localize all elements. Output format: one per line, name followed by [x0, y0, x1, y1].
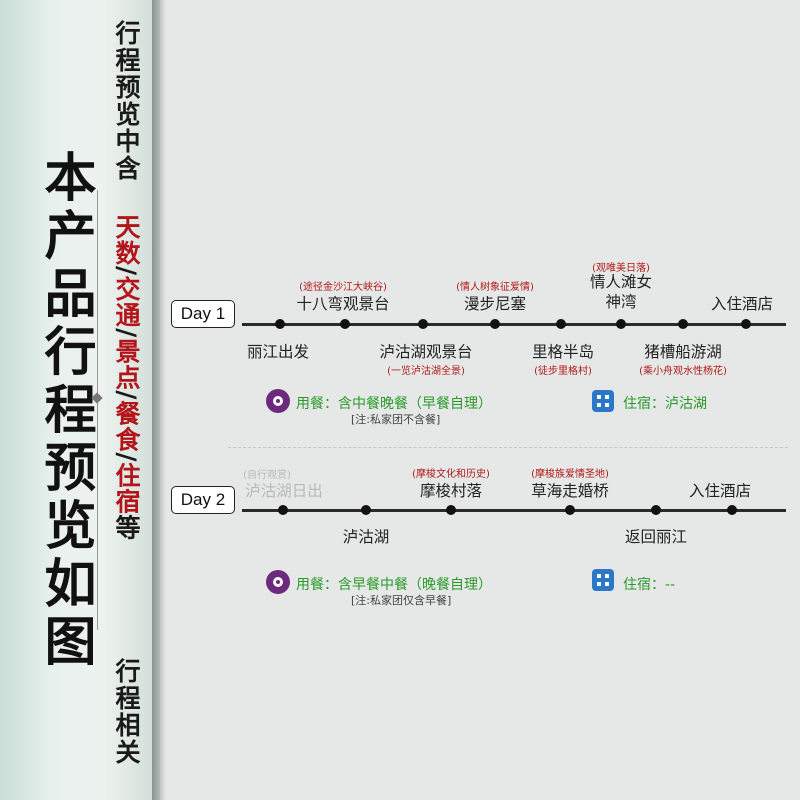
item-separator: /: [112, 390, 141, 401]
day1-stop-name: 里格半岛: [531, 343, 595, 361]
day1-stop-note: (一览泸沽湖全景): [387, 366, 465, 377]
day1-stop-name: 丽江出发: [246, 343, 310, 361]
day1-stop-dot: [418, 319, 428, 329]
item-separator: /: [112, 328, 141, 339]
day2-stop-dot: [565, 505, 575, 515]
item-days: 天数: [112, 214, 141, 266]
day2-stop-dot: [446, 505, 456, 515]
day2-stop-dot: [651, 505, 661, 515]
preview-includes-label: 行程预览中含: [112, 20, 141, 182]
day2-stop-note: (摩梭文化和历史): [412, 469, 490, 480]
itinerary-related-label: 行程相关: [112, 658, 141, 766]
item-sights: 景点: [112, 338, 141, 391]
day2-stop-dot: [727, 505, 737, 515]
day2-stop-dot: [361, 505, 371, 515]
day2-stop-name: 泸沽湖日出: [245, 482, 323, 500]
dining-plate-icon: [266, 570, 290, 594]
item-separator: /: [112, 452, 141, 463]
day2-badge: Day 2: [171, 486, 235, 514]
day2-stop-name: 草海走婚桥: [531, 482, 609, 500]
day-separator: [228, 447, 788, 448]
side-banner: 行程预览中含 本产品行程预览如图 天数/交通/景点/餐食/住宿等 行程相关: [0, 0, 160, 800]
day1-stop-note: (观唯美日落): [592, 263, 650, 274]
day1-meal-info: 用餐：含中餐晚餐（早餐自理）: [296, 396, 492, 412]
item-transport: 交通: [112, 276, 141, 329]
day2-meal-note: [注:私家团仅含早餐]: [351, 594, 452, 607]
dining-plate-icon: [266, 389, 290, 413]
day1-stop-dot: [741, 319, 751, 329]
day1-stop-name: 十八弯观景台: [296, 295, 390, 313]
day1-stop-name: 情人滩女神湾: [590, 273, 653, 311]
day1-stop-note: (徒步里格村): [534, 366, 592, 377]
day1-stop-name: 泸沽湖观景台: [379, 343, 473, 361]
included-items-list: 天数/交通/景点/餐食/住宿等: [108, 214, 144, 541]
day1-stop-note: (情人树象征爱情): [456, 282, 534, 293]
day2-stay-info: 住宿：--: [623, 577, 676, 593]
day2-stop-name: 泸沽湖: [342, 528, 390, 546]
banner-shadow: [152, 0, 166, 800]
day1-stop-dot: [556, 319, 566, 329]
product-title: 本产品行程预览如图: [35, 150, 96, 672]
item-separator: /: [112, 266, 141, 277]
day2-stop-note: (摩梭族爱情圣地): [531, 469, 609, 480]
hotel-building-icon: [592, 390, 614, 412]
day2-stop-dot: [278, 505, 288, 515]
day1-stop-name: 入住酒店: [710, 295, 774, 313]
day1-stop-name: 猪槽船游湖: [644, 343, 722, 361]
day1-stop-dot: [678, 319, 688, 329]
timeline-area: Day 1 丽江出发 (途径金沙江大峡谷) 十八弯观景台 泸沽湖观景台 (一览泸…: [166, 0, 800, 800]
day2-stop-name: 入住酒店: [688, 482, 752, 500]
day1-meal-note: [注:私家团不含餐]: [351, 413, 441, 426]
day2-stop-name: 摩梭村落: [419, 482, 483, 500]
hotel-building-icon: [592, 569, 614, 591]
day1-stay-info: 住宿：泸沽湖: [623, 396, 707, 412]
day1-stop-dot: [275, 319, 285, 329]
day1-stop-name: 漫步尼塞: [463, 295, 527, 313]
item-meals: 餐食: [112, 400, 141, 453]
item-lodging: 住宿: [112, 462, 141, 515]
banner-divider: [97, 190, 98, 630]
day2-stop-name: 返回丽江: [624, 528, 688, 546]
day1-stop-dot: [490, 319, 500, 329]
day1-stop-note: (途径金沙江大峡谷): [299, 282, 387, 293]
day1-stop-dot: [616, 319, 626, 329]
day2-stop-note: (自行观赏): [243, 470, 291, 481]
day1-track: [242, 323, 786, 326]
day1-stop-dot: [340, 319, 350, 329]
item-suffix: 等: [112, 514, 141, 541]
day2-track: [242, 509, 786, 512]
day1-badge: Day 1: [171, 300, 235, 328]
day1-stop-note: (乘小舟观水性杨花): [639, 366, 727, 377]
day2-meal-info: 用餐：含早餐中餐（晚餐自理）: [296, 577, 492, 593]
